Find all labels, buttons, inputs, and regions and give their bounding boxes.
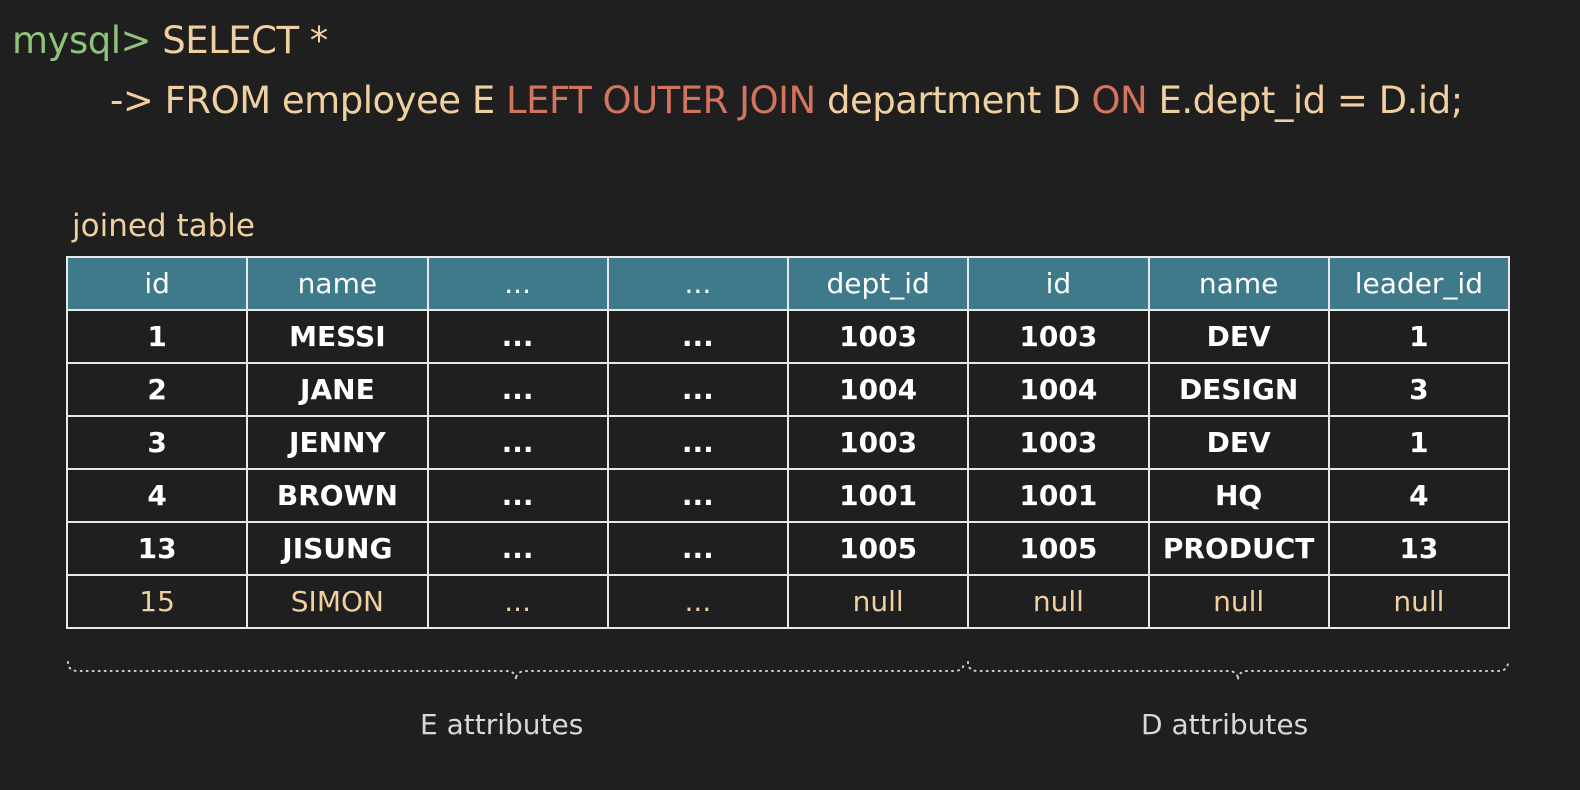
join-table: department D [827, 79, 1081, 122]
select-clause: SELECT * [162, 19, 328, 62]
table-cell: DESIGN [1147, 362, 1330, 417]
header-cell: id [65, 256, 249, 311]
join-keyword: LEFT OUTER JOIN [505, 79, 816, 122]
table-cell: DEV [1147, 309, 1330, 364]
d-attributes-brace [967, 661, 1509, 681]
table-cell: ... [606, 574, 790, 629]
table-cell: 1003 [967, 415, 1150, 470]
table-cell: 3 [1327, 362, 1511, 417]
table-cell: 4 [65, 468, 249, 523]
table-cell: 1003 [786, 309, 970, 364]
table-cell: ... [426, 574, 609, 629]
joined-table: id name ... ... dept_id id name leader_i… [65, 256, 1511, 629]
table-cell: ... [606, 468, 790, 523]
table-cell: 1003 [786, 415, 970, 470]
table-cell: JISUNG [246, 521, 429, 576]
table-cell: 1 [1327, 309, 1511, 364]
table-cell: 3 [65, 415, 249, 470]
table-row: 1 MESSI ... ... 1003 1003 DEV 1 [65, 309, 1511, 364]
table-cell: ... [426, 309, 609, 364]
from-clause: FROM employee E [164, 79, 496, 122]
table-cell: 1 [65, 309, 249, 364]
table-cell: SIMON [246, 574, 429, 629]
table-cell: PRODUCT [1147, 521, 1330, 576]
table-cell: BROWN [246, 468, 429, 523]
header-cell: name [1147, 256, 1330, 311]
table-cell: 1003 [967, 309, 1150, 364]
header-cell: name [246, 256, 429, 311]
table-cell: ... [426, 415, 609, 470]
table-row-unmatched: 15 SIMON ... ... null null null null [65, 574, 1511, 629]
on-keyword: ON [1091, 79, 1148, 122]
query-line-1: mysql> SELECT * [12, 22, 328, 59]
query-line-2: -> FROM employee E LEFT OUTER JOIN depar… [110, 82, 1463, 119]
table-cell: MESSI [246, 309, 429, 364]
table-cell: ... [426, 468, 609, 523]
table-caption: joined table [72, 208, 255, 244]
table-cell: 1 [1327, 415, 1511, 470]
table-cell: ... [606, 362, 790, 417]
table-cell: null [786, 574, 970, 629]
table-header-row: id name ... ... dept_id id name leader_i… [65, 256, 1511, 311]
header-cell: dept_id [786, 256, 970, 311]
d-attributes-label: D attributes [1141, 708, 1309, 741]
e-attributes-label: E attributes [420, 708, 584, 741]
table-cell: HQ [1147, 468, 1330, 523]
table-cell: ... [606, 415, 790, 470]
table-cell: 13 [1327, 521, 1511, 576]
e-attributes-brace [67, 661, 965, 681]
table-cell: 15 [65, 574, 249, 629]
table-cell: JANE [246, 362, 429, 417]
table-cell: ... [426, 521, 609, 576]
table-cell: ... [426, 362, 609, 417]
table-cell: 1004 [967, 362, 1150, 417]
table-cell: 13 [65, 521, 249, 576]
table-cell: 1005 [786, 521, 970, 576]
mysql-prompt: mysql> [12, 19, 151, 62]
table-row: 2 JANE ... ... 1004 1004 DESIGN 3 [65, 362, 1511, 417]
table-row: 4 BROWN ... ... 1001 1001 HQ 4 [65, 468, 1511, 523]
table-cell: 1001 [967, 468, 1150, 523]
header-cell: id [967, 256, 1150, 311]
table-cell: null [967, 574, 1150, 629]
table-cell: 1004 [786, 362, 970, 417]
table-cell: ... [606, 309, 790, 364]
header-cell: ... [426, 256, 609, 311]
table-cell: 2 [65, 362, 249, 417]
table-cell: null [1327, 574, 1511, 629]
table-cell: ... [606, 521, 790, 576]
continuation-arrow: -> [110, 79, 154, 122]
table-cell: null [1147, 574, 1330, 629]
table-cell: JENNY [246, 415, 429, 470]
table-cell: 1001 [786, 468, 970, 523]
table-cell: 1005 [967, 521, 1150, 576]
table-row: 13 JISUNG ... ... 1005 1005 PRODUCT 13 [65, 521, 1511, 576]
header-cell: ... [606, 256, 790, 311]
table-cell: 4 [1327, 468, 1511, 523]
table-cell: DEV [1147, 415, 1330, 470]
join-condition: E.dept_id = D.id; [1158, 79, 1464, 122]
header-cell: leader_id [1327, 256, 1511, 311]
table-row: 3 JENNY ... ... 1003 1003 DEV 1 [65, 415, 1511, 470]
